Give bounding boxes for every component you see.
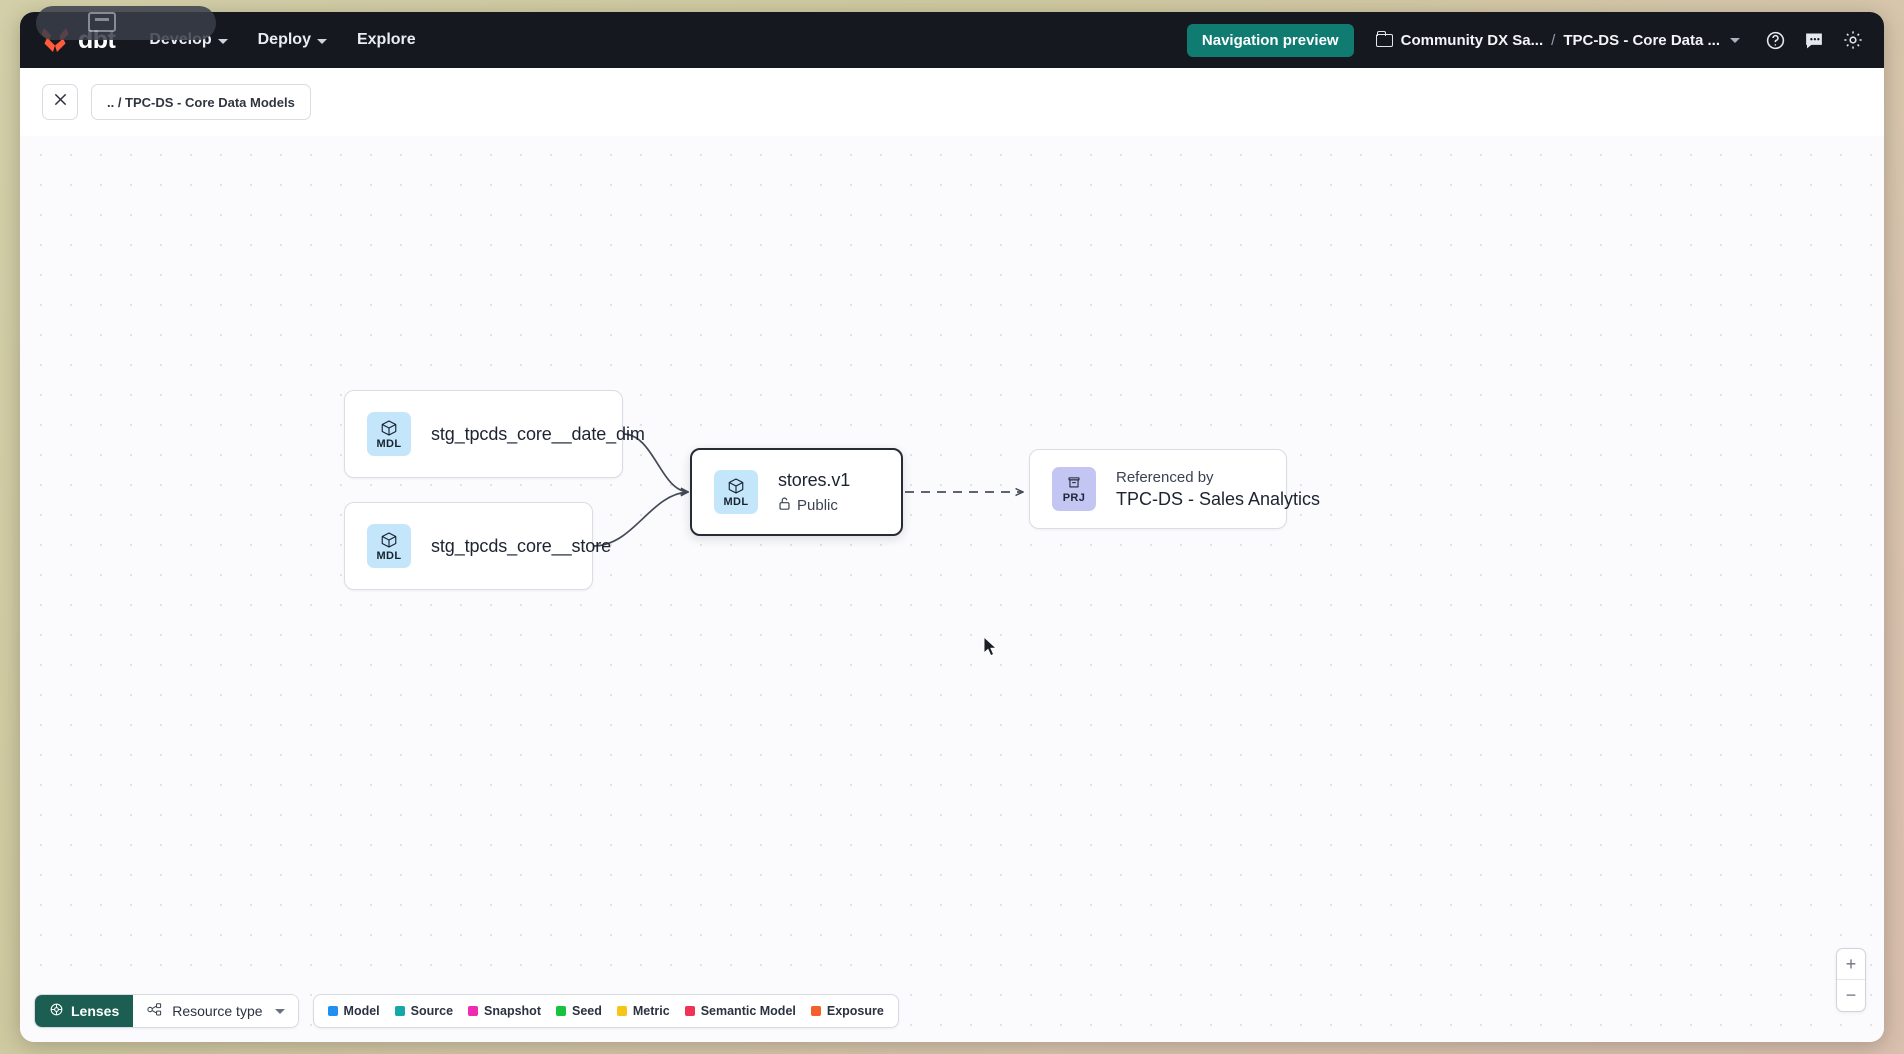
close-icon: [53, 92, 68, 112]
graph-node-stg-tpcds-core-date-dim[interactable]: MDL stg_tpcds_core__date_dim: [344, 390, 645, 478]
legend-swatch: [810, 1006, 821, 1016]
legend-swatch: [468, 1006, 479, 1016]
resource-type-label: Resource type: [172, 1003, 263, 1019]
graph-node-title: stores.v1: [778, 469, 851, 490]
project-name[interactable]: TPC-DS - Core Data ...: [1563, 31, 1720, 49]
help-circle-icon[interactable]: [1764, 29, 1786, 51]
legend-swatch: [684, 1006, 695, 1016]
legend-item: Snapshot: [468, 1004, 541, 1018]
legend-item: Source: [394, 1004, 454, 1018]
account-project-breadcrumb: Community DX Sa... / TPC-DS - Core Data …: [1375, 30, 1740, 49]
account-name[interactable]: Community DX Sa...: [1400, 31, 1544, 49]
tab-glyph-icon: [88, 12, 116, 32]
legend-item: Seed: [555, 1004, 602, 1018]
node-badge-mdl: MDL: [367, 524, 411, 568]
chevron-down-icon: [217, 38, 228, 44]
zoom-out-button[interactable]: −: [1845, 985, 1857, 1005]
project-stack-icon: [1065, 474, 1083, 491]
browser-window: dbt Develop Deploy Explore Navigation pr…: [20, 12, 1884, 1042]
legend-label: Model: [343, 1004, 380, 1018]
legend-item: Exposure: [810, 1004, 884, 1018]
resource-type-dropdown[interactable]: Resource type: [133, 995, 298, 1027]
nav-item-deploy-label: Deploy: [257, 31, 311, 48]
lenses-label: Lenses: [71, 1003, 120, 1019]
legend-label: Snapshot: [484, 1004, 541, 1018]
legend-label: Source: [410, 1004, 454, 1018]
feedback-chat-icon[interactable]: [1803, 29, 1825, 51]
graph-node-text-column: stores.v1 Public: [778, 470, 850, 515]
breadcrumb[interactable]: .. / TPC-DS - Core Data Models: [91, 84, 311, 120]
legend-item: Model: [327, 1004, 380, 1018]
chevron-down-icon[interactable]: [1730, 37, 1740, 43]
folder-icon: [1375, 30, 1393, 47]
graph-node-title: stg_tpcds_core__store: [431, 535, 612, 556]
nav-item-explore[interactable]: Explore: [357, 31, 416, 49]
cube-icon: [727, 477, 745, 495]
chevron-down-icon: [274, 1008, 285, 1014]
graph-node-stores-v1[interactable]: MDL stores.v1 Public: [690, 448, 903, 536]
node-badge-label: MDL: [376, 549, 402, 562]
canvas-bottom-toolbar: Lenses Resource type: [34, 994, 899, 1028]
node-badge-prj: PRJ: [1052, 467, 1096, 511]
legend-swatch: [555, 1006, 566, 1016]
nav-item-deploy[interactable]: Deploy: [258, 31, 327, 49]
legend-swatch: [394, 1006, 405, 1016]
lenses-group: Lenses Resource type: [34, 994, 299, 1028]
graph-node-text-column: Referenced by TPC-DS - Sales Analytics: [1116, 469, 1320, 510]
graph-node-title: TPC-DS - Sales Analytics: [1116, 488, 1321, 509]
legend-label: Exposure: [826, 1004, 884, 1018]
legend-swatch: [327, 1006, 338, 1016]
node-badge-mdl: MDL: [714, 470, 758, 514]
node-badge-label: MDL: [376, 437, 402, 450]
lineage-graph-canvas[interactable]: MDL stg_tpcds_core__date_dim MDL stg_tpc…: [20, 136, 1884, 1042]
node-badge-label: MDL: [723, 495, 749, 508]
graph-node-pretitle: Referenced by: [1116, 468, 1214, 486]
legend-item: Semantic Model: [684, 1004, 796, 1018]
nav-item-explore-label: Explore: [356, 31, 416, 48]
graph-node-referenced-by-project[interactable]: PRJ Referenced by TPC-DS - Sales Analyti…: [1029, 449, 1320, 529]
nav-icon-group: [1764, 29, 1864, 51]
legend-swatch: [616, 1006, 627, 1016]
close-button[interactable]: [42, 84, 78, 120]
nodes-icon: [146, 1002, 163, 1020]
graph-node-access-badge: Public: [778, 496, 850, 515]
legend-label: Seed: [571, 1004, 602, 1018]
chevron-down-icon: [316, 38, 327, 44]
graph-node-title: stg_tpcds_core__date_dim: [431, 423, 645, 444]
legend-label: Semantic Model: [700, 1004, 796, 1018]
edge-stg-date-dim-to-stores: [622, 433, 688, 492]
graph-node-stg-tpcds-core-store[interactable]: MDL stg_tpcds_core__store: [344, 502, 611, 590]
graph-node-access-label: Public: [797, 496, 838, 514]
resource-type-legend: Model Source Snapshot Seed Metric Semantic Mo…: [312, 994, 899, 1028]
gear-icon[interactable]: [1842, 29, 1864, 51]
node-badge-label: PRJ: [1062, 492, 1086, 504]
node-badge-mdl: MDL: [367, 412, 411, 456]
top-navigation-bar: dbt Develop Deploy Explore Navigation pr…: [20, 12, 1884, 68]
legend-label: Metric: [632, 1004, 670, 1018]
cube-icon: [380, 531, 398, 549]
explore-sub-header: .. / TPC-DS - Core Data Models: [20, 68, 1884, 136]
cube-icon: [380, 419, 398, 437]
edge-stg-store-to-stores: [592, 492, 688, 547]
zoom-controls: + −: [1836, 948, 1866, 1012]
navigation-preview-button[interactable]: Navigation preview: [1186, 23, 1354, 57]
lineage-edges: [592, 433, 1884, 547]
legend-item: Metric: [616, 1004, 670, 1018]
lens-icon: [49, 1002, 64, 1020]
zoom-in-button[interactable]: +: [1837, 949, 1865, 980]
browser-tab-indicator[interactable]: [36, 6, 216, 40]
unlock-icon: [778, 496, 791, 515]
lenses-button[interactable]: Lenses: [35, 995, 134, 1027]
breadcrumb-separator: /: [1551, 31, 1556, 49]
